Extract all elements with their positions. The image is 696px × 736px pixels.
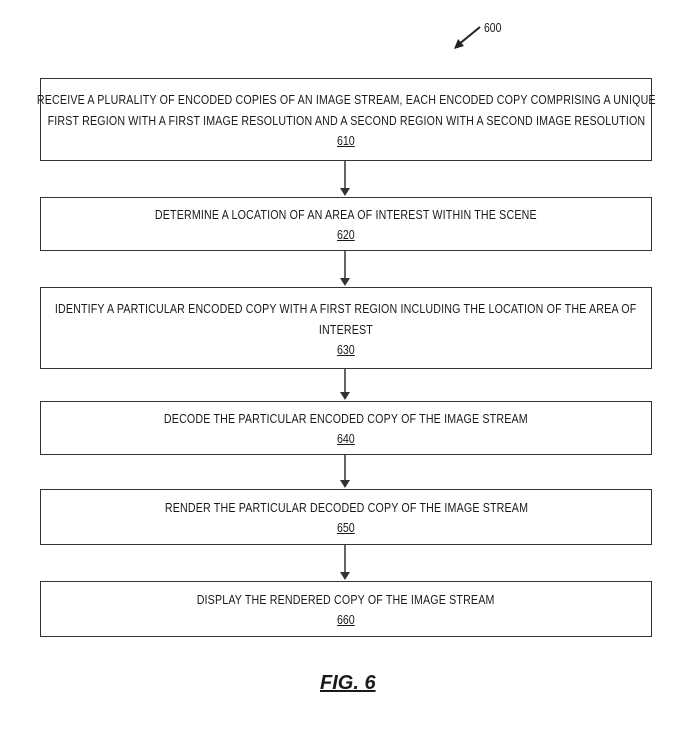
step-number: 650 — [337, 520, 355, 535]
step-number: 610 — [337, 133, 355, 148]
step-box-610: RECEIVE A PLURALITY OF ENCODED COPIES OF… — [37, 78, 655, 161]
flow-arrow — [340, 369, 350, 400]
step-box-640: DECODE THE PARTICULAR ENCODED COPY OF TH… — [40, 401, 652, 455]
step-text-line: IDENTIFY A PARTICULAR ENCODED COPY WITH … — [55, 300, 637, 316]
step-number: 660 — [337, 612, 355, 627]
step-box-650: RENDER THE PARTICULAR DECODED COPY OF TH… — [40, 489, 652, 545]
step-box-620: DETERMINE A LOCATION OF AN AREA OF INTER… — [40, 197, 652, 251]
step-text-line: FIRST REGION WITH A FIRST IMAGE RESOLUTI… — [47, 113, 645, 128]
step-box-630: IDENTIFY A PARTICULAR ENCODED COPY WITH … — [40, 287, 652, 369]
step-text-line: DETERMINE A LOCATION OF AN AREA OF INTER… — [155, 207, 537, 222]
step-number: 630 — [337, 341, 355, 357]
figure-label: FIG. 6 — [320, 672, 376, 694]
step-text-line: DECODE THE PARTICULAR ENCODED COPY OF TH… — [164, 411, 528, 426]
step-text-line: DISPLAY THE RENDERED COPY OF THE IMAGE S… — [197, 592, 495, 607]
step-box-660: DISPLAY THE RENDERED COPY OF THE IMAGE S… — [40, 581, 652, 637]
step-text-line: RECEIVE A PLURALITY OF ENCODED COPIES OF… — [36, 92, 656, 107]
reference-arrow-icon — [454, 26, 481, 49]
step-text-line: INTEREST — [318, 321, 374, 337]
flow-arrow — [340, 161, 350, 196]
flow-arrow — [340, 545, 350, 580]
figure-reference-number: 600 — [484, 20, 502, 35]
flow-arrow — [340, 455, 350, 488]
step-number: 620 — [337, 227, 355, 242]
step-text-line: RENDER THE PARTICULAR DECODED COPY OF TH… — [164, 500, 528, 515]
flow-arrow — [340, 251, 350, 286]
step-number: 640 — [337, 431, 355, 446]
